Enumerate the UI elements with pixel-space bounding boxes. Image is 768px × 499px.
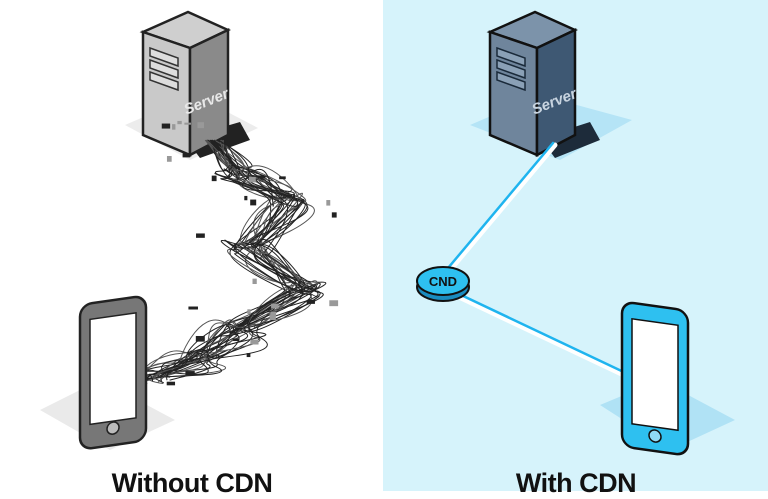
left-caption: Without CDN: [111, 468, 273, 498]
left-server: Server: [125, 10, 258, 160]
tangled-line: [166, 139, 304, 375]
packet-fragment: [248, 176, 256, 183]
packet-fragment: [177, 120, 182, 125]
tangled-line: [145, 139, 318, 385]
tangled-line: [152, 139, 327, 382]
packet-fragment: [185, 371, 195, 376]
packet-fragment: [331, 212, 337, 218]
packet-fragment: [271, 303, 279, 309]
cdn-links: [436, 141, 633, 381]
packet-fragment: [172, 124, 176, 130]
packet-fragment: [211, 175, 217, 182]
tangled-line: [129, 139, 321, 377]
packet-fragment: [326, 200, 331, 206]
right-server: Server: [470, 10, 632, 160]
packet-fragment: [166, 156, 172, 162]
packet-fragment: [269, 314, 276, 321]
packet-fragment: [161, 123, 171, 129]
packet-fragment: [188, 306, 198, 310]
packet-fragment: [196, 233, 205, 238]
tangled-line: [144, 139, 285, 372]
packet-fragment: [233, 338, 240, 342]
tangled-line: [160, 139, 306, 382]
packet-fragment: [247, 309, 251, 314]
packet-fragment: [195, 335, 205, 342]
packet-fragment: [306, 299, 315, 304]
packet-fragment: [250, 199, 257, 206]
cdn-node: CND: [416, 266, 470, 302]
packet-fragment: [279, 176, 286, 180]
right-phone: [600, 301, 735, 456]
right-caption: With CDN: [515, 468, 637, 498]
cdn-node-label: CND: [429, 274, 457, 289]
tangled-line: [135, 139, 319, 386]
packet-fragment: [184, 122, 191, 125]
packet-fragment: [197, 122, 205, 129]
packet-fragment: [244, 195, 248, 201]
packet-fragment: [182, 153, 191, 158]
packet-fragment: [329, 300, 339, 307]
packet-fragment: [250, 339, 259, 345]
packet-fragment: [166, 381, 176, 386]
tangled-line: [166, 139, 318, 381]
packet-fragment: [246, 353, 251, 358]
packet-fragment: [257, 175, 266, 179]
packet-fragment: [252, 278, 257, 285]
tangled-connections: [129, 120, 339, 386]
left-phone: [40, 295, 175, 450]
